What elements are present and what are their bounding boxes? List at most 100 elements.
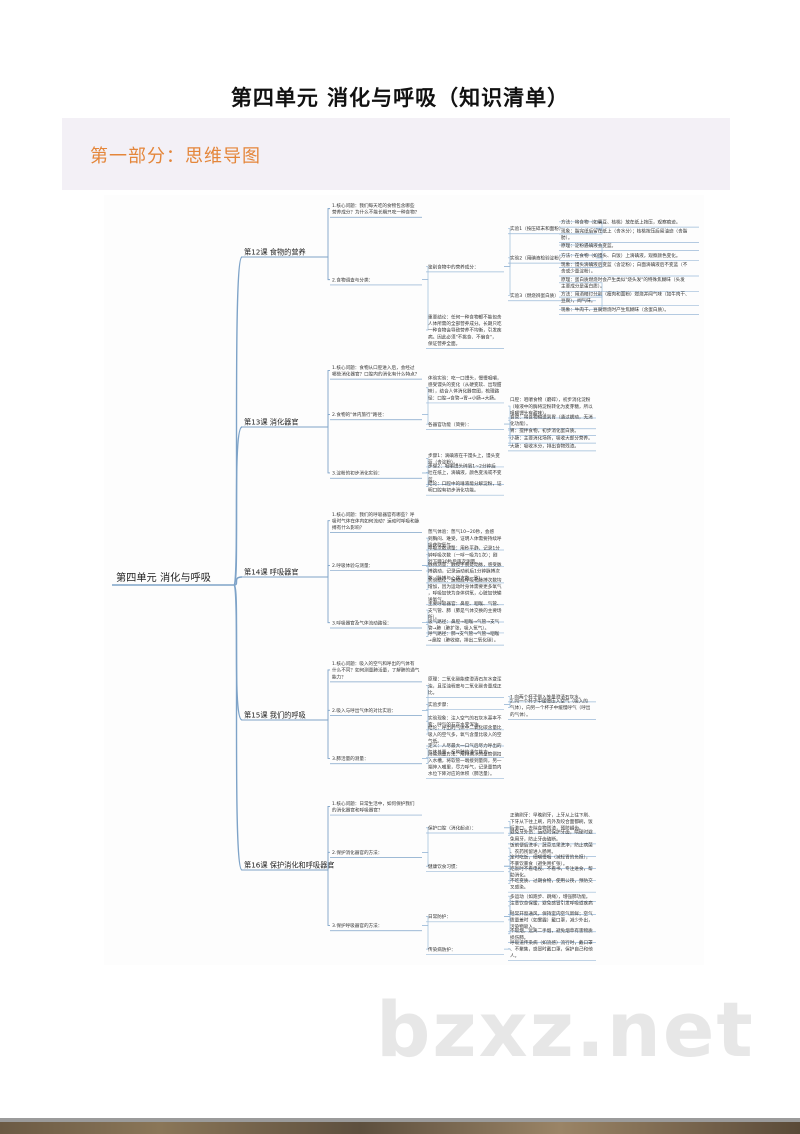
- node-text: 化功能）。: [510, 420, 531, 427]
- node-text: 结论：口腔中的唾液能分解淀粉，证: [428, 480, 502, 487]
- topic-text: 的消化器官和呼吸器官？: [332, 806, 383, 813]
- topic-text: 2.食物的"体内旅行"路径：: [332, 411, 387, 418]
- node-text: 的气体）。: [510, 711, 531, 718]
- connector-line: [559, 257, 603, 268]
- node-text: 人。: [510, 953, 519, 959]
- node-text: 呼吸次数测量：用秒平静、记录1分: [428, 545, 500, 552]
- node-text: 实验2（用碘液检验淀粉）: [510, 254, 563, 261]
- node-text: 、不聚集，感冒时戴口罩，保护自己和他: [510, 945, 593, 952]
- node-text: 口腔：咀嚼食物（磨碎），初步消化淀粉: [510, 396, 591, 403]
- connector-line: [504, 704, 511, 708]
- topic-text: 3.呼吸器官及气体流动路径：: [332, 619, 392, 626]
- node-text: 2.向一个杯子中缓慢压入空气（吸入的: [510, 698, 588, 705]
- node-text: 下牙从下往上刷，内外及咬合面都刷，饭: [510, 818, 593, 825]
- node-text: 质量差时（如雾霾）戴口罩，减少外出，: [510, 917, 593, 924]
- connector-line: [422, 414, 429, 425]
- node-text: 主要成分是蛋白质）。: [561, 283, 605, 290]
- node-text: 传染病防护：: [428, 946, 456, 953]
- node-text: 损伤肺。: [510, 934, 528, 941]
- connector-line: [504, 423, 511, 446]
- root-lesson-connector: [233, 584, 243, 721]
- node-text: 明口腔有初步消化功能。: [428, 487, 479, 494]
- node-text: 吸气路径：鼻腔→咽喉→气管→支气: [428, 618, 500, 625]
- section-title: 第一部分：思维导图: [90, 146, 261, 167]
- topic-text: 3.淀粉的初步消化实验：: [332, 470, 382, 477]
- node-text: 人体所需的全部营养成分。长期只吃: [428, 320, 502, 327]
- node-text: 不吃变质、过期食物，使用公筷，预防交: [510, 877, 593, 884]
- root-lesson-connector: [233, 256, 243, 586]
- node-text: 后漱口，去除食物残渣，预防龋齿。: [510, 825, 584, 832]
- node-text: 经常开窗通风，保持室内空气新鲜；空气: [510, 910, 593, 917]
- lesson-title: 第14课 呼吸器官: [244, 568, 299, 577]
- topic-text: 2.食物调查与分类：: [332, 276, 373, 283]
- topic-text: 1.核心问题：我们每天吃的食物包含哪些: [332, 202, 415, 209]
- connector-line: [322, 370, 330, 428]
- topic-text: 1.核心问题：日常生活中，如何保护我们: [332, 800, 415, 807]
- connector-line: [422, 709, 429, 735]
- root-lesson-connector: [233, 426, 243, 586]
- node-text: 正确刷牙：早晚刷牙，上牙从上往下刷、: [510, 811, 593, 818]
- topic-text: 哪些消化器官？口腔内的消化有什么特点？: [332, 371, 419, 378]
- node-text: 助消化。: [510, 872, 528, 879]
- node-text: 变；呼气的石灰水变浑浊。: [428, 721, 483, 728]
- connector-line: [322, 669, 330, 721]
- topic-text: 2.呼吸体验与测量：: [332, 562, 373, 569]
- node-text: 不暴饮暴食（避免胃扩张）。: [510, 860, 567, 867]
- connector-line: [422, 622, 429, 637]
- connector-line: [322, 256, 330, 281]
- node-text: 咀嚼馒头有甜味）。: [510, 409, 549, 416]
- node-text: 钟呼吸次数（一呼一吸为1次）；剧: [428, 551, 498, 558]
- page-title: 第四单元 消化与呼吸（知识清单）: [230, 85, 570, 110]
- node-text: 数（脉搏与心跳次数一致）。: [428, 574, 485, 581]
- node-text: 现象：馒头滴碘液后变蓝（含淀粉）；白面滴碘液后不变蓝（不: [561, 261, 688, 268]
- node-text: 所）。: [428, 613, 439, 620]
- connector-line: [504, 827, 511, 836]
- node-text: 蓝（含淀粉）。: [428, 458, 458, 465]
- topic-text: 2.吸入与呼出气体的对比实验：: [332, 707, 396, 714]
- connector-line: [422, 925, 429, 950]
- node-text: 实验1（按压碎末和面粉）: [510, 225, 563, 232]
- node-text: 1.向两个杯子倒入等量澄清石灰水。: [510, 693, 583, 700]
- connector-line: [322, 413, 330, 428]
- node-text: 重要结论：任何一种食物都不能包含: [428, 313, 502, 320]
- node-text: 各器官功能（简要）：: [428, 421, 472, 428]
- node-text: ，呼吸加快为身体供氧，心脏加快输: [428, 590, 502, 597]
- node-text: 实验步骤：: [428, 701, 451, 708]
- node-text: 主要呼吸器官：鼻腔、咽喉、气管、: [428, 600, 502, 607]
- bottom-image-strip: [0, 1122, 800, 1134]
- topic-text: 1.核心问题：食物从口腔进入后，会经过: [332, 364, 415, 371]
- node-text: 支气管、肺（肺是气体交换的主要场: [428, 607, 502, 614]
- connector-line: [322, 719, 330, 759]
- node-text: 避免牙外伤：运动时保护牙齿，啃硬时避: [510, 829, 593, 836]
- watermark: bzxz.net: [376, 985, 755, 1074]
- node-text: 感受馒头的变化（从硬变软、出现甜: [428, 381, 502, 388]
- connector-line: [504, 916, 511, 935]
- node-text: 管→肺（肺扩张，吸入氧气）。: [428, 624, 489, 631]
- node-text: 原理：二氧化碳能使澄清石灰水变浑: [428, 676, 502, 683]
- node-text: 水位下降对应的体积（肺活量）。: [428, 770, 495, 777]
- node-text: 结论：呼出的气体中二氧化碳含量比: [428, 724, 502, 731]
- topic-text: 营养成分？为什么不能长期只吃一种食物？: [332, 209, 419, 216]
- node-text: 污染物吸入。: [510, 923, 538, 930]
- node-text: 定时吃饭，细嚼慢咽（减轻胃的负担），: [510, 853, 590, 860]
- node-text: 免用牙，防止牙齿磕断。: [510, 835, 561, 842]
- node-text: 小肠：主要消化场所，吸收大部分营养。: [510, 435, 593, 442]
- node-text: 烈下蹲30秒后再次测量。: [428, 558, 480, 565]
- topic-text: 吸时气体在体内如何流动？运动时呼吸和脉: [332, 517, 420, 524]
- node-text: 气体总量，反映肺的通气能力。: [428, 749, 492, 756]
- node-text: 现象：牛肉干、豆腐燃烧时产生焦糊味（含蛋白质）。: [561, 306, 669, 313]
- node-text: 豆腐），闻气味。: [561, 297, 595, 304]
- connector-line: [504, 865, 511, 884]
- node-text: 日常防护：: [428, 913, 451, 920]
- topic-text: 1.核心问题：我们的呼吸器官有哪些？呼: [332, 511, 415, 518]
- node-text: 呼吸道传染病（如流感）流行时，戴口罩: [510, 939, 593, 946]
- node-text: 方法：用酒精灯分别（瘦肉和面粉）燃烧并闻气味（如牛肉干、: [561, 291, 690, 298]
- topic-text: 2.保护消化器官的方法：: [332, 849, 382, 856]
- node-text: 原理：蛋白质燃烧时会产生类似"烧头发"的特殊焦糊味（头发: [561, 276, 685, 283]
- node-text: 蓝。: [428, 476, 437, 483]
- node-text: 现象：脂完纸后留在纸上（含水分）；核桃按压后留油迹（含脂: [561, 227, 688, 234]
- topic-text: 什么不同？如何测量肺活量，了解肺的通气: [332, 667, 420, 674]
- root-lesson-connector: [233, 576, 243, 586]
- connector-line: [559, 295, 603, 310]
